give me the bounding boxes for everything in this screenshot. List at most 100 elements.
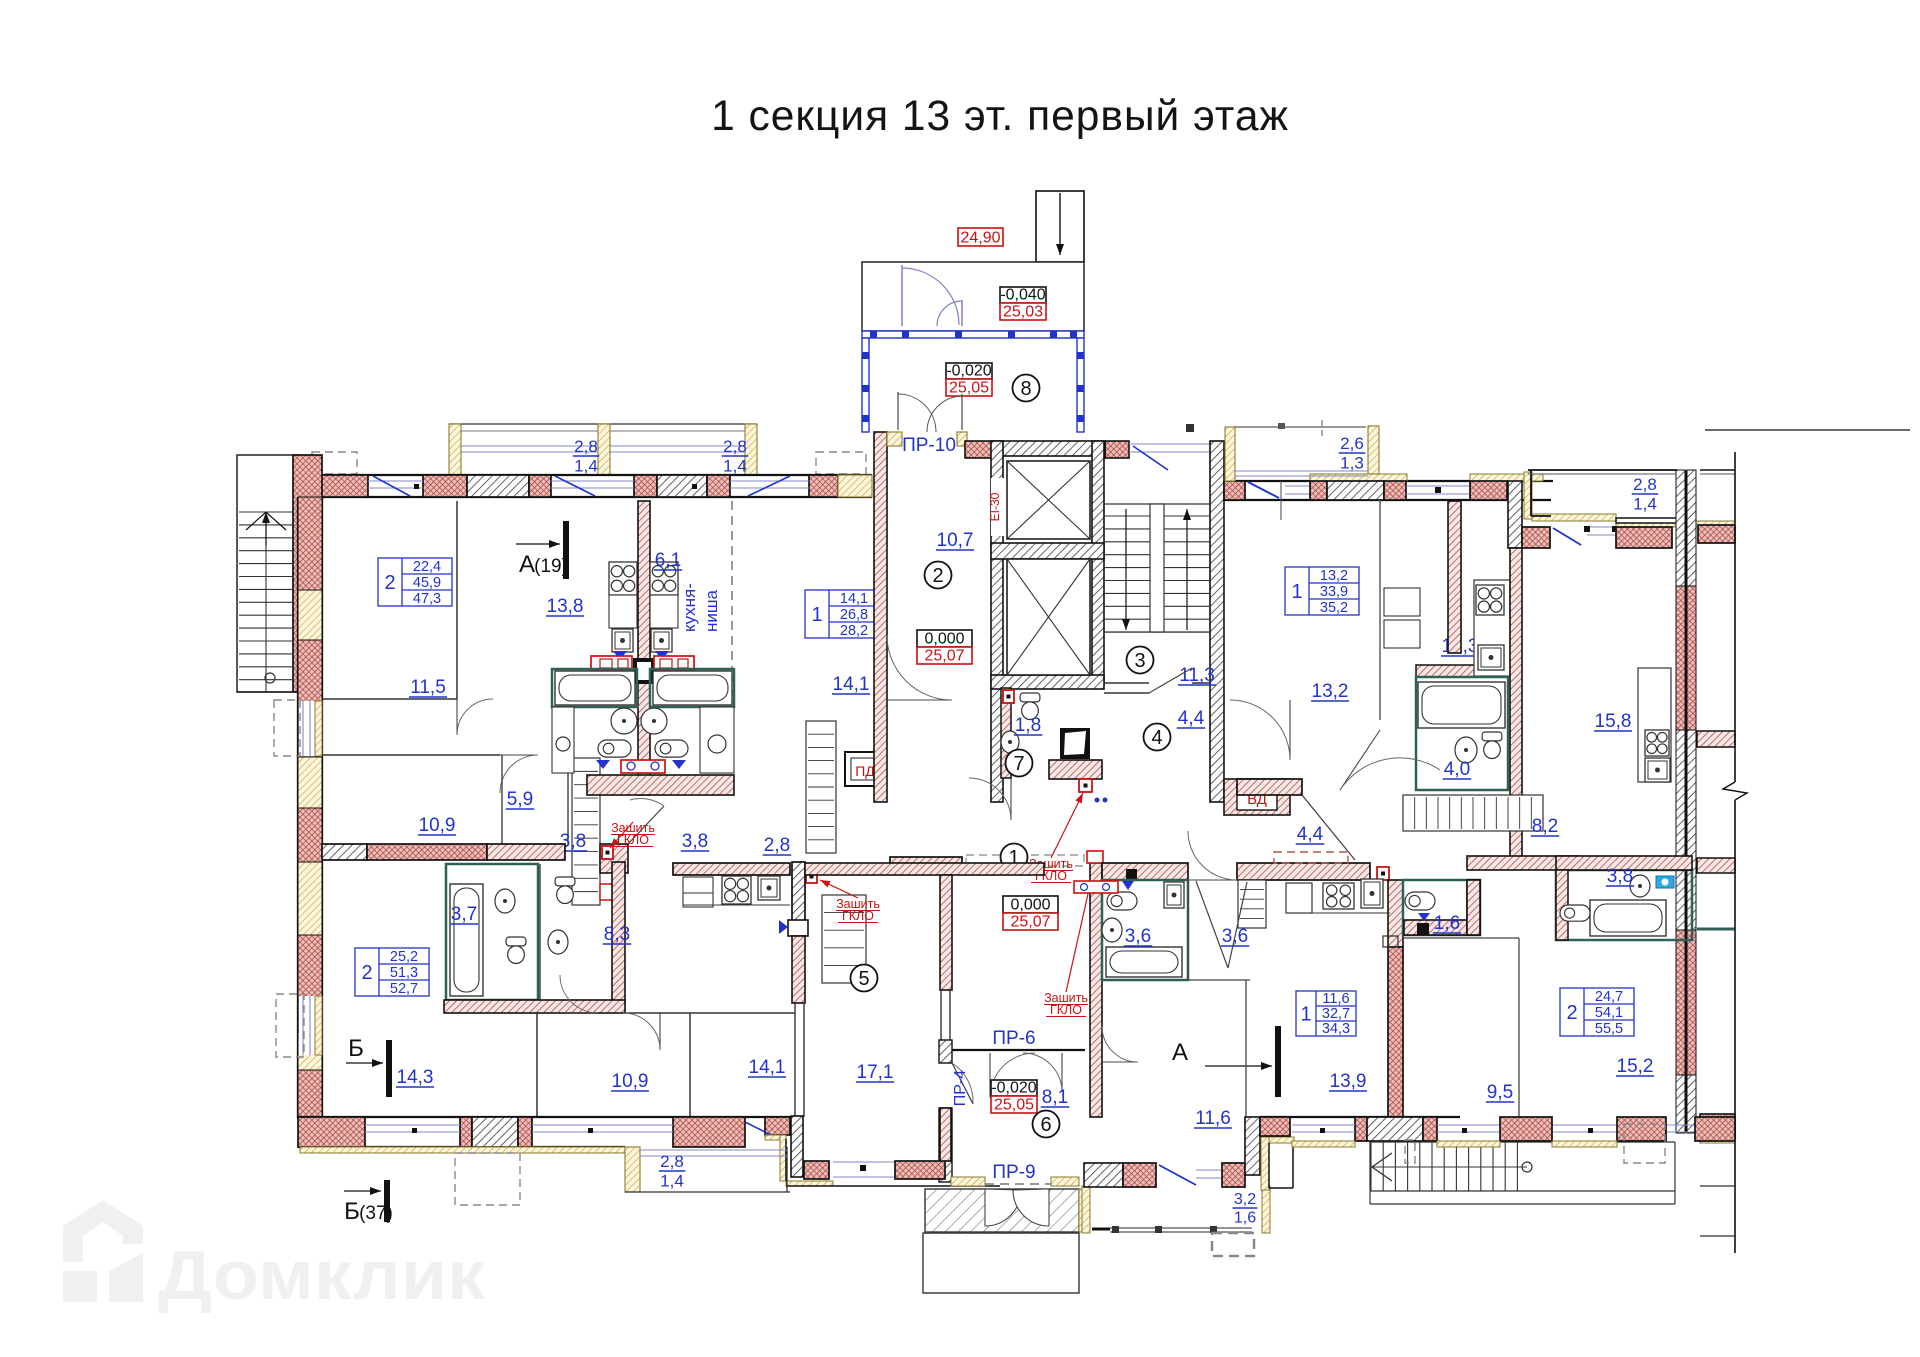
svg-text:(19): (19) [534,556,568,577]
svg-text:13,2: 13,2 [1312,681,1349,702]
svg-text:15,8: 15,8 [1595,711,1632,732]
svg-text:3,8: 3,8 [1607,866,1633,887]
svg-text:А: А [519,551,535,578]
svg-text:ПД: ПД [855,763,875,779]
svg-text:25,2: 25,2 [390,949,418,965]
svg-text:2,8: 2,8 [660,1152,684,1171]
svg-text:-0,020: -0,020 [946,363,991,380]
svg-text:2,6: 2,6 [1340,434,1364,453]
svg-text:13,9: 13,9 [1330,1071,1367,1092]
svg-text:52,7: 52,7 [390,981,418,997]
svg-text:33,9: 33,9 [1320,584,1348,600]
svg-text:24,7: 24,7 [1595,989,1623,1005]
svg-text:Домклик: Домклик [158,1237,486,1315]
svg-text:10,9: 10,9 [419,815,456,836]
svg-text:ПР-4: ПР-4 [952,1070,969,1107]
svg-text:Зашить: Зашить [611,821,655,835]
svg-text:ГКЛО: ГКЛО [1050,1003,1082,1017]
svg-text:Б: Б [344,1198,360,1225]
svg-text:14,3: 14,3 [397,1067,434,1088]
svg-text:6,1: 6,1 [655,550,681,571]
svg-text:55,5: 55,5 [1595,1021,1623,1037]
svg-text:2,8: 2,8 [723,437,747,456]
svg-text:25,07: 25,07 [924,648,964,665]
svg-text:Б: Б [348,1035,364,1062]
svg-text:Зашить: Зашить [1044,991,1088,1005]
svg-text:25,05: 25,05 [949,380,989,397]
svg-text:24,90: 24,90 [960,230,1000,247]
svg-text:0,000: 0,000 [924,631,964,648]
svg-text:35,2: 35,2 [1320,600,1348,616]
svg-text:(37): (37) [359,1203,393,1224]
svg-text:2,8: 2,8 [574,437,598,456]
svg-text:3,7: 3,7 [451,904,477,925]
svg-text:11,6: 11,6 [1195,1108,1231,1129]
svg-text:4,4: 4,4 [1297,824,1324,845]
svg-text:1,8: 1,8 [1015,715,1041,736]
svg-text:47,3: 47,3 [413,591,441,607]
svg-text:8,1: 8,1 [1042,1087,1068,1108]
svg-text:2: 2 [932,565,943,587]
svg-text:17,1: 17,1 [857,1062,894,1083]
svg-text:26,8: 26,8 [840,607,868,623]
svg-text:ниша: ниша [702,589,721,632]
svg-text:-0,040: -0,040 [1000,287,1045,304]
svg-text:2,8: 2,8 [1633,475,1657,494]
svg-text:32,7: 32,7 [1322,1006,1350,1022]
svg-text:4,4: 4,4 [1178,708,1205,729]
svg-text:11,6: 11,6 [1322,991,1349,1007]
svg-text:5,9: 5,9 [507,789,533,810]
svg-text:10,9: 10,9 [612,1071,649,1092]
svg-text:6: 6 [1040,1114,1051,1136]
svg-text:25,07: 25,07 [1010,914,1050,931]
svg-text:1,3: 1,3 [1340,453,1364,472]
svg-text:ГКЛО: ГКЛО [842,909,874,923]
svg-text:3,2: 3,2 [1234,1191,1256,1208]
svg-text:11,5: 11,5 [410,677,446,698]
svg-text:7: 7 [1013,753,1024,775]
svg-text:3,8: 3,8 [682,831,708,852]
svg-text:2: 2 [361,962,372,984]
svg-text:4,0: 4,0 [1444,759,1470,780]
svg-text:кухня-: кухня- [680,583,699,632]
svg-text:1,4: 1,4 [574,456,598,475]
svg-text:45,9: 45,9 [413,575,441,591]
svg-text:3,8: 3,8 [560,831,586,852]
svg-text:25,03: 25,03 [1003,304,1043,321]
svg-text:13,2: 13,2 [1320,568,1348,584]
svg-text:8,3: 8,3 [604,924,630,945]
svg-text:28,2: 28,2 [840,623,868,639]
svg-text:22,4: 22,4 [413,559,441,575]
svg-text:1,4: 1,4 [660,1171,684,1190]
svg-text:1: 1 [1008,847,1019,869]
svg-text:ПР-9: ПР-9 [992,1162,1035,1183]
svg-text:8,2: 8,2 [1532,816,1558,837]
svg-text:8: 8 [1020,378,1031,400]
svg-text:54,1: 54,1 [1595,1005,1623,1021]
svg-text:5: 5 [858,968,869,990]
svg-text:ПР-10: ПР-10 [902,435,956,456]
svg-text:1 секция 13 эт. первый этаж: 1 секция 13 эт. первый этаж [711,93,1289,140]
svg-text:Зашить: Зашить [836,897,880,911]
svg-text:1,6: 1,6 [1234,1209,1256,1226]
svg-text:1,6: 1,6 [1434,913,1460,934]
svg-text:ГКЛО: ГКЛО [617,833,649,847]
svg-text:4: 4 [1151,727,1162,749]
svg-text:1,4: 1,4 [1633,494,1657,513]
svg-text:1: 1 [811,604,822,626]
svg-text:0,000: 0,000 [1010,897,1050,914]
svg-text:А: А [1172,1039,1188,1066]
svg-text:ПР-6: ПР-6 [992,1028,1035,1049]
svg-text:EI-30: EI-30 [988,492,1002,521]
svg-text:9,5: 9,5 [1487,1082,1513,1103]
svg-text:2: 2 [1566,1002,1577,1024]
svg-text:25,05: 25,05 [994,1097,1034,1114]
svg-text:1,4: 1,4 [723,456,747,475]
svg-text:2,8: 2,8 [764,835,790,856]
svg-text:34,3: 34,3 [1322,1021,1350,1037]
svg-text:1: 1 [1291,581,1302,603]
svg-text:3,6: 3,6 [1125,926,1151,947]
svg-text:2: 2 [384,572,395,594]
svg-text:14,1: 14,1 [833,674,870,695]
svg-text:1: 1 [1300,1004,1311,1026]
